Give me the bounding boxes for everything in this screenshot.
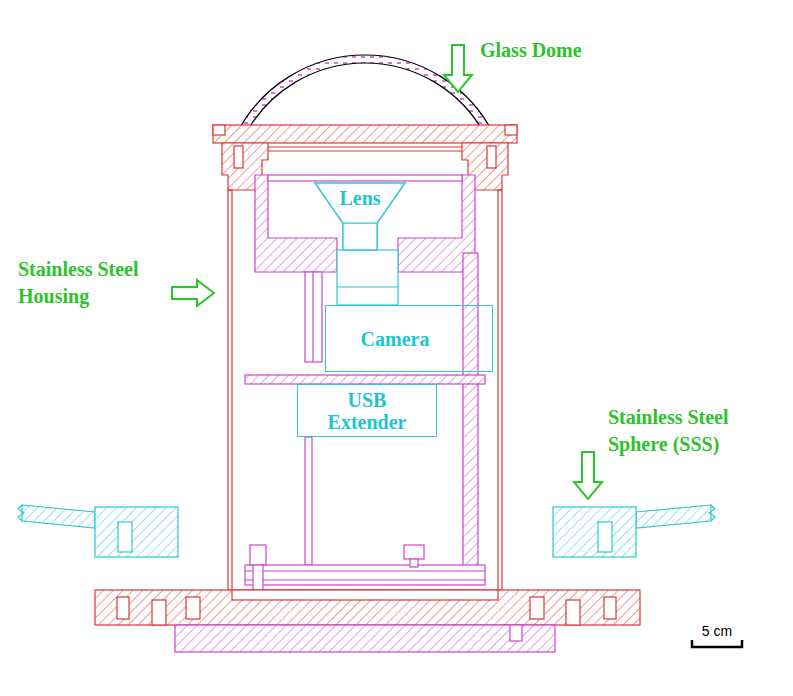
scale-label: 5 cm <box>692 623 742 639</box>
part-label: Stainless Steel Sphere (SSS) <box>608 406 729 455</box>
usb-extender-box: USB Extender <box>297 384 437 437</box>
camera-bracket <box>305 272 322 362</box>
threaded-rod <box>463 253 478 580</box>
scale-label: 5 cm <box>702 623 732 639</box>
lens-outline <box>315 183 405 250</box>
callout-arrow <box>172 45 602 499</box>
part-label: Glass Dome <box>480 39 582 61</box>
lens-outline <box>343 223 377 224</box>
lens-adapter <box>337 250 398 305</box>
base-plate <box>245 565 485 585</box>
lens-shape: Lens <box>315 183 405 250</box>
part-name: Camera <box>361 328 430 350</box>
part-name: Lens <box>339 187 380 209</box>
part-label: Stainless Steel Housing <box>18 256 168 310</box>
bottom-flange <box>95 590 640 625</box>
part-label: Stainless Steel Housing <box>18 258 139 307</box>
scale-bar <box>692 640 742 647</box>
part-name: USB Extender <box>317 389 417 433</box>
camera-box: Camera <box>325 305 493 372</box>
lower-plate <box>175 625 555 652</box>
sphere-flange <box>18 505 715 557</box>
part-label: Glass Dome <box>480 37 620 64</box>
support-rod <box>305 437 312 565</box>
part-label: Stainless Steel Sphere (SSS) <box>608 404 783 458</box>
mounting-plate <box>245 375 485 384</box>
